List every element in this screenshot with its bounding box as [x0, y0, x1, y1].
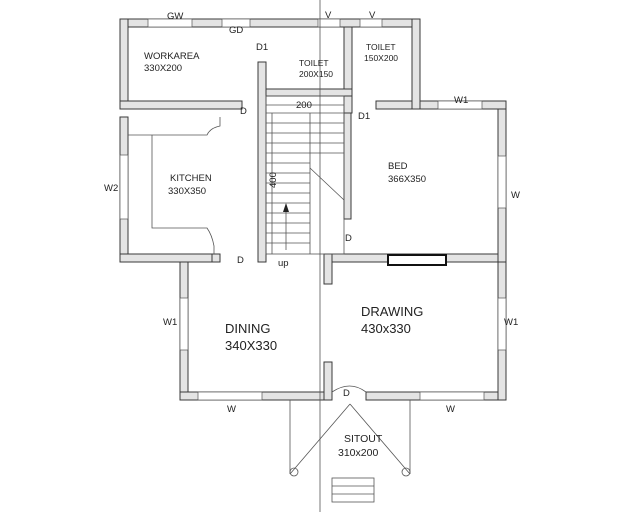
- label-w1-dining: W1: [163, 317, 177, 328]
- window-w-bed: [497, 155, 507, 209]
- label-v1: V: [325, 10, 332, 21]
- label-d-bed: D: [345, 233, 352, 244]
- room-name-dining: DINING: [225, 321, 271, 336]
- kitchen-counter: [128, 117, 221, 254]
- windows: [119, 18, 507, 401]
- window-w1-bed: [437, 100, 483, 110]
- window-v2: [359, 18, 383, 28]
- window-v1: [317, 18, 341, 28]
- label-w1-bed: W1: [454, 95, 468, 106]
- label-d-work: D: [240, 106, 247, 117]
- up-arrow-head-icon: [283, 203, 289, 212]
- label-gd: GD: [229, 25, 243, 36]
- wall-workarea-west: [119, 18, 129, 110]
- label-v2: V: [369, 10, 376, 21]
- label-w-drawing: W: [446, 404, 455, 415]
- label-d-kitchen: D: [237, 255, 244, 266]
- room-size-dining: 340X330: [225, 338, 277, 353]
- room-size-bed: 366X350: [388, 174, 426, 185]
- room-labels: WORKAREA 330X200 TOILET 200X150 TOILET 1…: [144, 42, 426, 459]
- room-name-drawing: DRAWING: [361, 304, 423, 319]
- window-w1-drawing: [497, 297, 507, 351]
- wall-toilet1-south: [261, 88, 353, 97]
- wall-drawing-west-stub: [323, 253, 333, 285]
- window-w-dining: [197, 391, 263, 401]
- window-w1-dining: [179, 297, 189, 351]
- stair-break-line: [309, 167, 345, 201]
- label-w1-drawing: W1: [504, 317, 518, 328]
- sitout-steps: [331, 477, 375, 503]
- wall-bed-west: [343, 112, 352, 220]
- label-d-main: D: [343, 388, 350, 399]
- sitout-column-right: [401, 467, 411, 477]
- room-name-toilet1: TOILET: [299, 58, 329, 68]
- window-gw: [147, 18, 193, 28]
- window-bed-drawing: [387, 254, 447, 266]
- opening-labels: GW GD V V D1 D1 D D D D W1 W W2 W1 W1 W …: [104, 10, 520, 415]
- room-size-kitchen: 330X350: [168, 186, 206, 197]
- label-w-dining: W: [227, 404, 236, 415]
- label-gw: GW: [167, 11, 183, 22]
- sitout-column-left: [289, 467, 299, 477]
- room-size-toilet2: 150X200: [364, 53, 398, 63]
- label-w2-kitchen: W2: [104, 183, 118, 194]
- stair-length-dim: 400: [268, 172, 279, 188]
- room-name-bed: BED: [388, 161, 408, 172]
- room-name-workarea: WORKAREA: [144, 51, 200, 62]
- room-size-workarea: 330X200: [144, 63, 182, 74]
- room-size-drawing: 430x330: [361, 321, 411, 336]
- label-d1-bed: D1: [358, 111, 370, 122]
- label-w-bed: W: [511, 190, 520, 201]
- room-size-sitout: 310x200: [338, 447, 378, 459]
- stair-outline: [265, 95, 345, 255]
- door-swing-main: [331, 385, 367, 393]
- wall-workarea-south: [119, 100, 243, 110]
- staircase: [265, 95, 345, 255]
- wall-dining-stub: [323, 361, 333, 401]
- window-gd: [221, 18, 251, 28]
- wall-toilet2-east: [411, 18, 421, 110]
- wall-corridor-post: [257, 61, 267, 263]
- wall-kitchen-east-stub: [211, 253, 221, 263]
- window-w2-kitchen: [119, 154, 129, 220]
- room-size-toilet1: 200X150: [299, 69, 333, 79]
- wall-kitchen-south: [119, 253, 221, 263]
- room-name-kitchen: KITCHEN: [170, 173, 212, 184]
- stair-up-label: up: [278, 258, 289, 269]
- window-w-drawing: [419, 391, 485, 401]
- label-d1-top: D1: [256, 42, 268, 53]
- room-name-sitout: SITOUT: [344, 433, 383, 445]
- wall-toilet-partition: [343, 26, 353, 114]
- stair-width-dim: 200: [296, 100, 312, 111]
- room-name-toilet2: TOILET: [366, 42, 396, 52]
